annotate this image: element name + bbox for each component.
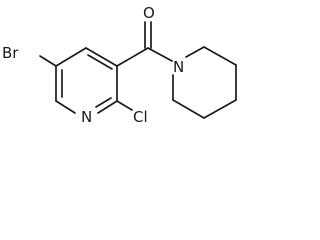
bond-n-ca	[185, 46, 205, 58]
bond-cd-ce	[172, 99, 205, 119]
bond-c2-cl	[116, 100, 133, 111]
bond-ca-cb	[203, 46, 237, 66]
bond-c3-carbonyl	[116, 47, 149, 67]
bond-carbonyl-n	[147, 47, 173, 62]
atom-label-carbonyl-oxygen: O	[143, 4, 155, 22]
bond-c2-n1-inner	[95, 97, 112, 108]
bond-cc-cd	[203, 99, 237, 119]
atom-label-piperidine-nitrogen: N	[173, 58, 184, 76]
bond-c5-c4	[55, 47, 87, 67]
atom-label-ring-nitrogen: N	[81, 108, 92, 126]
bond-c2-n1	[97, 100, 118, 114]
bond-n1-c6	[55, 100, 76, 114]
pyridine-ring	[55, 47, 118, 114]
atom-label-bromine: Br	[2, 44, 19, 62]
piperidine-ring	[172, 46, 237, 119]
chemical-structure: Br N Cl O N	[2, 4, 237, 126]
bond-c4-c3-inner	[87, 54, 113, 70]
atom-label-chlorine: Cl	[133, 108, 148, 126]
bond-c4-c3	[85, 47, 118, 67]
bond-c5-br	[39, 55, 57, 67]
